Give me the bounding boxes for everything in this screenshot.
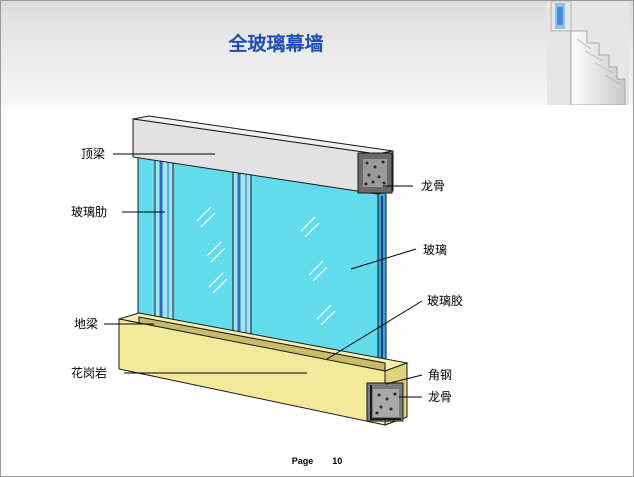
- slide-title: 全玻璃幕墙: [228, 33, 324, 55]
- label-keel-top: 龙骨: [421, 179, 445, 193]
- glass-reflection-marks: [196, 206, 336, 326]
- staircase-decoration-icon: [547, 1, 629, 105]
- page-number: 10: [332, 456, 343, 466]
- page-footer: Page 10: [1, 456, 633, 466]
- floor-beam: [118, 312, 409, 426]
- slide-header: [1, 1, 633, 105]
- label-top-beam: 顶梁: [81, 146, 105, 161]
- label-glass-sealant: 玻璃胶: [427, 293, 463, 308]
- label-glass: 玻璃: [423, 243, 447, 257]
- glass-rib-right: [232, 162, 252, 348]
- curtain-wall-diagram: 顶梁 玻璃肋 地梁 花岗岩 龙骨 玻璃 玻璃胶 角钢 龙骨: [71, 115, 463, 426]
- label-granite: 花岗岩: [71, 365, 107, 380]
- label-angle-steel: 角钢: [428, 368, 452, 382]
- glass-rib-left: [154, 148, 174, 322]
- page-label: Page: [291, 456, 314, 466]
- label-glass-rib: 玻璃肋: [71, 204, 107, 219]
- label-floor-beam: 地梁: [74, 316, 98, 331]
- label-keel-bottom: 龙骨: [428, 390, 452, 404]
- top-beam: [132, 115, 394, 195]
